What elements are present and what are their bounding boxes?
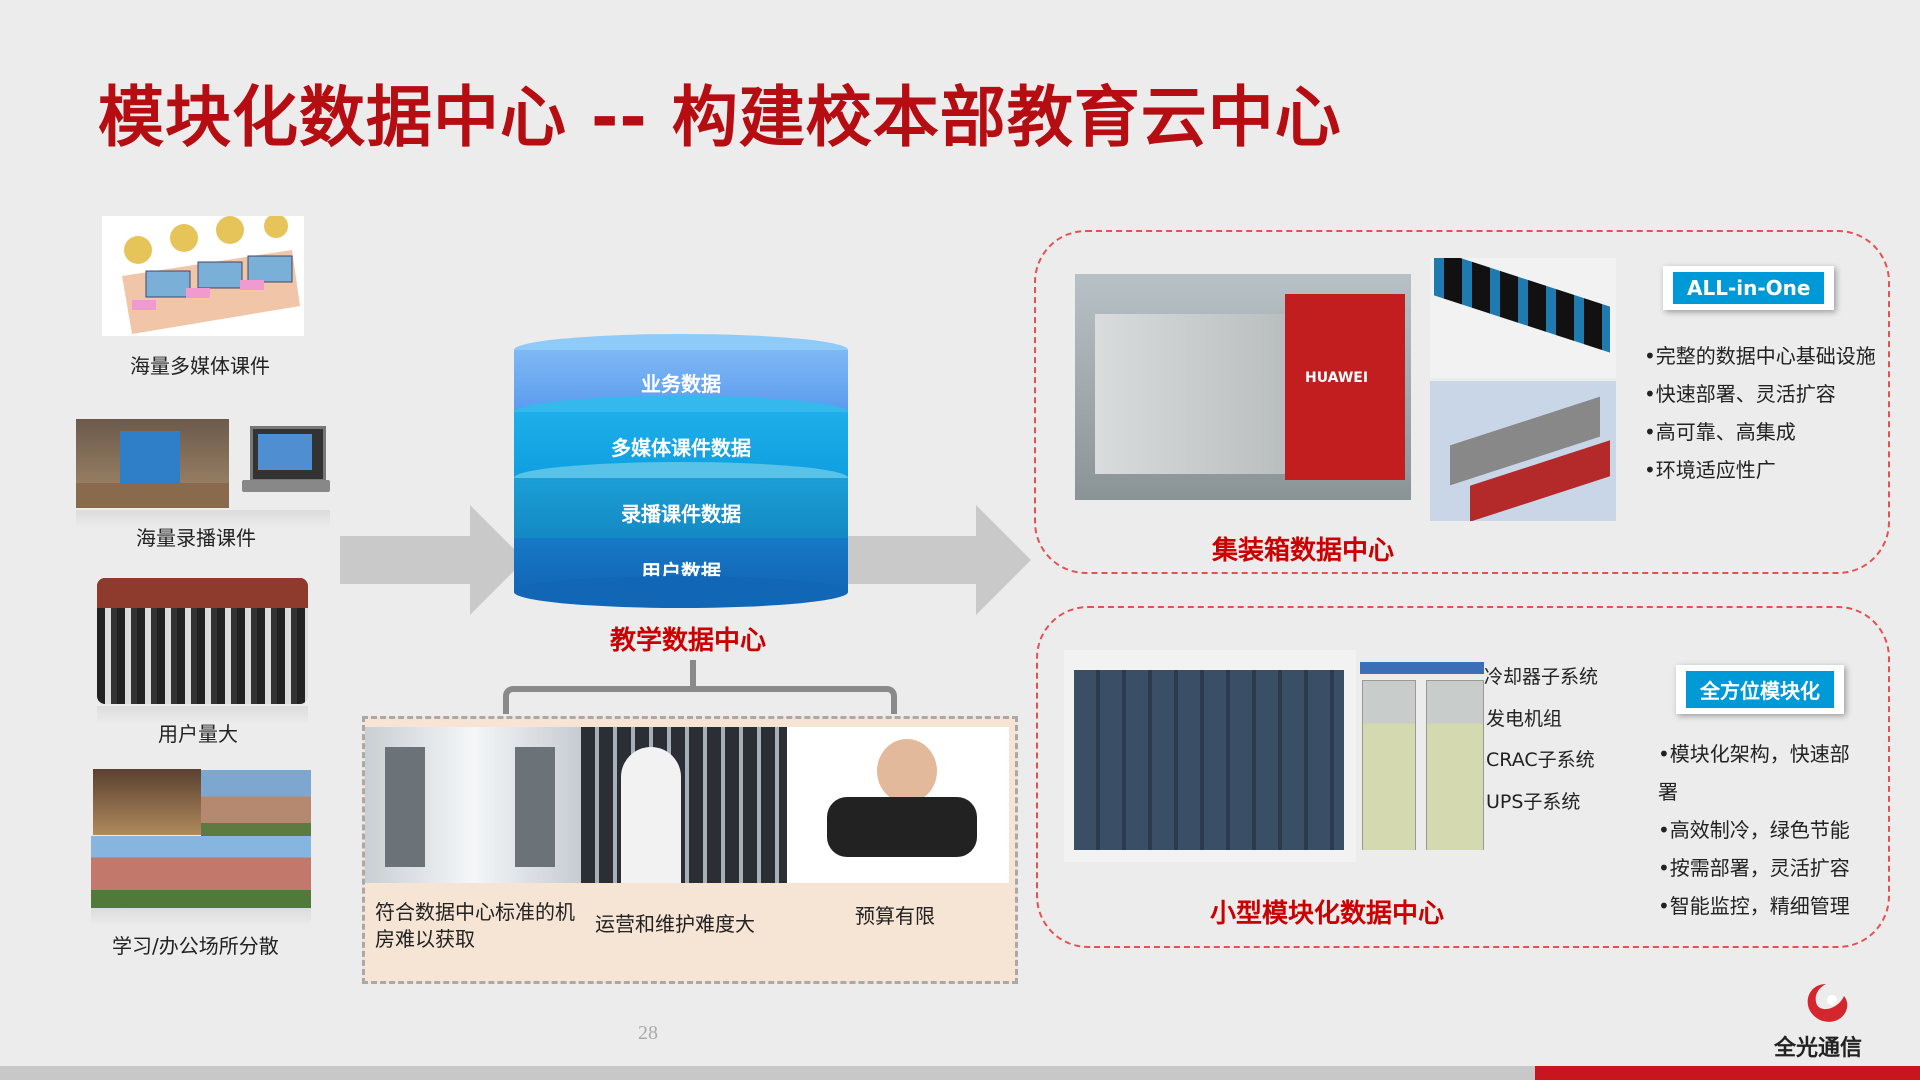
subsystem-label: CRAC子系统 [1486,749,1595,771]
rack-module-image [1430,258,1616,378]
modular-racks-image [1064,650,1356,862]
source-label: 学习/办公场所分散 [112,934,279,958]
logo-swirl-icon [1807,984,1848,1022]
feature-bullet: •按需部署，灵活扩容 [1658,856,1850,880]
multimedia-courseware-image [102,216,304,336]
source-label: 海量录播课件 [136,526,256,550]
issues-box: 符合数据中心标准的机房难以获取 运营和维护难度大 预算有限 [362,716,1018,984]
budget-businessman-image [787,727,1009,883]
flow-arrow-head [976,505,1031,615]
subsystem-label: 冷却器子系统 [1484,666,1599,688]
image-reflection [76,510,330,528]
office-image [93,769,201,835]
huawei-logo: HUAWEI [1305,370,1369,386]
all-in-one-badge: ALL-in-One [1663,266,1835,310]
image-reflection [91,908,311,926]
feature-bullet: •模块化架构，快速部 [1658,742,1850,766]
flow-arrow [848,536,978,584]
feature-bullet: 署 [1658,780,1678,804]
small-dc-panel [1036,606,1890,948]
container-image: HUAWEI [1075,274,1411,500]
issue-text: 预算有限 [855,904,935,928]
container-interior-image [1430,381,1616,521]
small-dc-label: 小型模块化数据中心 [1210,899,1445,929]
cylinder-layer: 业务数据 [641,372,721,396]
campus-building-image [201,770,311,836]
feature-bullet: •高效制冷，绿色节能 [1658,818,1850,842]
company-logo: 全光通信 [1768,980,1878,1061]
subsystem-label: UPS子系统 [1486,791,1581,813]
cylinder-layer: 录播课件数据 [621,502,741,526]
container-dc-label: 集装箱数据中心 [1212,536,1395,566]
logo-text: 全光通信 [1774,1036,1863,1061]
issue-text: 运营和维护难度大 [595,912,755,936]
source-label: 海量多媒体课件 [130,354,270,378]
data-center-label: 教学数据中心 [610,626,767,656]
recording-studio-image [76,419,229,508]
container-dc-panel [1034,230,1890,574]
footer-bar [0,1066,1920,1080]
feature-bullet: •高可靠、高集成 [1644,420,1796,444]
cylinder-layer: 多媒体课件数据 [611,436,751,460]
technician-image [581,727,787,883]
source-label: 用户量大 [158,722,238,746]
subsystem-tower-image [1360,654,1484,850]
page-number: 28 [638,1022,658,1044]
page-title: 模块化数据中心 -- 构建校本部教育云中心 [98,79,1342,156]
feature-bullet: •完整的数据中心基础设施 [1644,344,1876,368]
full-modular-badge: 全方位模块化 [1676,665,1844,714]
classroom-crowd-image [97,578,308,704]
bracket-stem [690,660,696,688]
feature-bullet: •快速部署、灵活扩容 [1644,382,1836,406]
flow-arrow [340,536,472,584]
feature-bullet: •环境适应性广 [1644,458,1776,482]
server-room-image [365,727,581,883]
bracket [503,686,897,714]
subsystem-label: 发电机组 [1486,708,1563,730]
image-reflection [97,706,308,724]
footer-accent-bar [1535,1066,1920,1080]
issue-text: 符合数据中心标准的机房难以获取 [375,900,575,951]
laptop-image [242,426,330,506]
film-reel-icon [122,216,300,334]
campus-building-image [91,836,311,908]
feature-bullet: •智能监控，精细管理 [1658,894,1850,918]
